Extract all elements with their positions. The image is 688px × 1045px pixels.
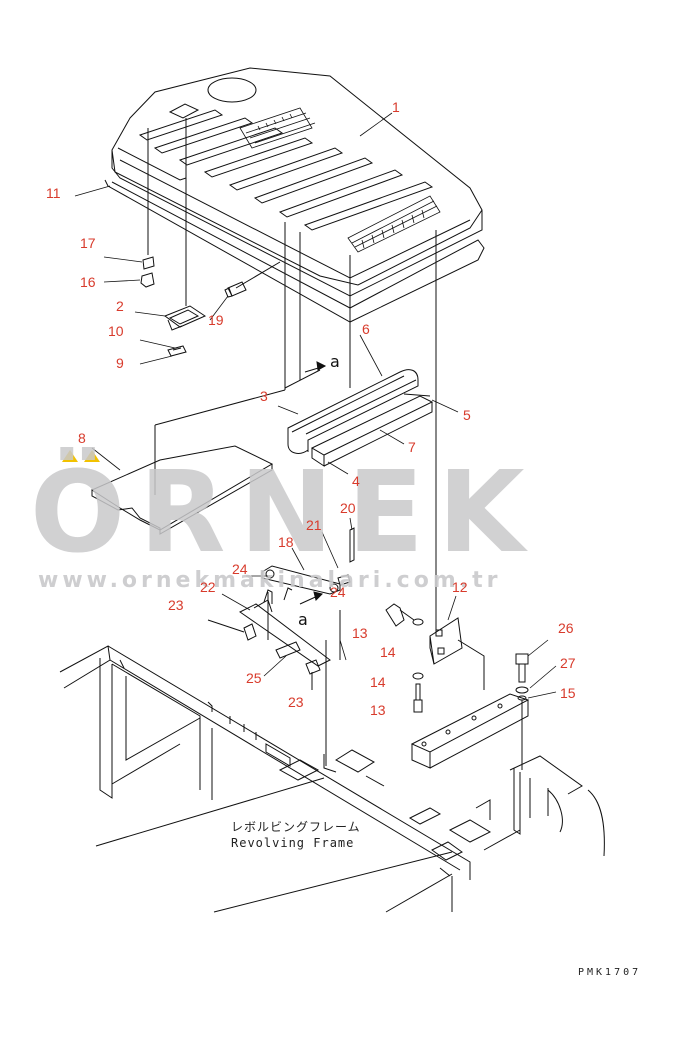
latch-plate-2 xyxy=(163,305,207,331)
callout-11: 11 xyxy=(46,185,61,201)
side-bracket xyxy=(410,693,530,769)
callout-23-left: 23 xyxy=(168,597,184,613)
bolt-13-upper xyxy=(385,603,415,627)
nut-17 xyxy=(142,256,155,270)
washer-14-lower xyxy=(412,672,424,680)
callout-9: 9 xyxy=(116,355,124,371)
watermark-brand: ÖRNEK xyxy=(30,448,539,578)
callout-14-lower: 14 xyxy=(370,674,386,690)
drawing-code: PMK1707 xyxy=(578,967,642,978)
callout-4: 4 xyxy=(352,473,360,489)
callout-8: 8 xyxy=(78,430,86,446)
callout-27: 27 xyxy=(560,655,576,671)
washer-14-upper xyxy=(412,618,424,626)
callout-17: 17 xyxy=(80,235,96,251)
callout-23-right: 23 xyxy=(288,694,304,710)
bolt-26 xyxy=(515,653,529,683)
insulation-pad-8 xyxy=(90,389,286,535)
frame-label-jp: レボルビングフレーム xyxy=(231,820,361,834)
callout-16: 16 xyxy=(80,274,96,290)
callout-21: 21 xyxy=(306,517,322,533)
bolt-23a xyxy=(207,619,257,641)
callout-13-lower: 13 xyxy=(370,702,386,718)
frame-label-en: Revolving Frame xyxy=(231,836,355,850)
seal-assembly xyxy=(287,369,434,467)
watermark-url: www.ornekmakinalari.com.tr xyxy=(38,568,502,593)
hinge-link xyxy=(239,527,355,667)
callout-6: 6 xyxy=(362,321,370,337)
callout-25: 25 xyxy=(246,670,262,686)
callout-7: 7 xyxy=(408,439,416,455)
engine-hood xyxy=(111,67,483,297)
callout-20: 20 xyxy=(340,500,356,516)
callout-12: 12 xyxy=(452,579,468,595)
hood-gasket xyxy=(104,179,485,323)
callout-3: 3 xyxy=(260,388,268,404)
callout-10: 10 xyxy=(108,323,124,339)
view-marker-a-upper: a xyxy=(330,352,340,371)
bolt-16 xyxy=(140,272,155,288)
callout-24-left: 24 xyxy=(232,561,248,577)
bolt-13-lower xyxy=(413,683,423,713)
callout-26: 26 xyxy=(558,620,574,636)
callout-24-right: 24 xyxy=(330,584,346,600)
callout-5: 5 xyxy=(463,407,471,423)
callout-15: 15 xyxy=(560,685,576,701)
callout-13-upper: 13 xyxy=(352,625,368,641)
callout-19: 19 xyxy=(208,312,224,328)
washer-27 xyxy=(515,686,529,694)
callout-1: 1 xyxy=(392,99,400,115)
leader-lines xyxy=(74,112,557,699)
revolving-frame xyxy=(59,592,605,913)
callout-18: 18 xyxy=(278,534,294,550)
bolt-23b xyxy=(305,659,321,690)
callout-22: 22 xyxy=(200,579,216,595)
pin-19 xyxy=(224,281,247,298)
callout-14-upper: 14 xyxy=(380,644,396,660)
bracket-12 xyxy=(429,617,485,690)
view-marker-a-lower: a xyxy=(298,610,308,629)
clip-10 xyxy=(167,345,187,357)
callout-2: 2 xyxy=(116,298,124,314)
